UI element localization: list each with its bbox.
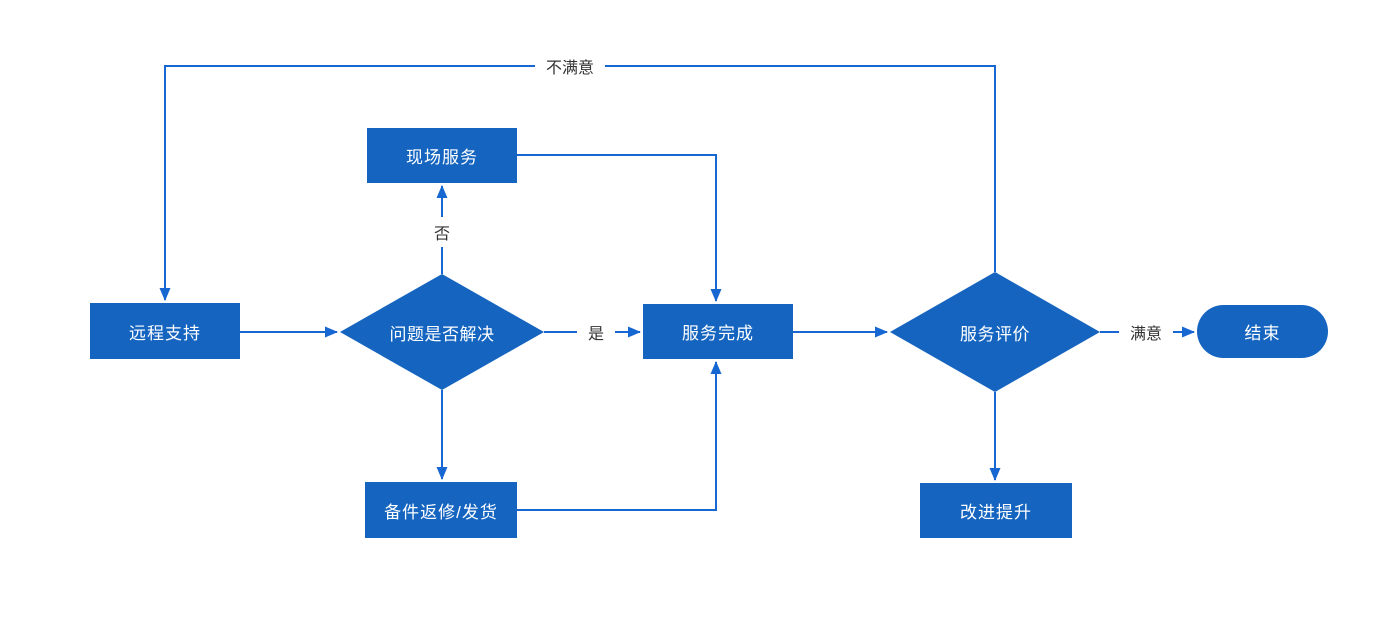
edge-onsite-to-complete (517, 154, 722, 302)
node-label: 问题是否解决 (389, 324, 495, 344)
node-label: 服务评价 (960, 324, 1030, 344)
edge-label-not-satisfied: 不满意 (534, 51, 606, 81)
edge-label-satisfied: 满意 (1118, 317, 1174, 347)
node-improvement: 改进提升 (920, 483, 1072, 538)
node-end-terminator: 结束 (1197, 305, 1328, 358)
node-remote-support: 远程支持 (90, 303, 240, 359)
edge-spare-to-complete (517, 361, 722, 511)
node-label: 改进提升 (960, 503, 1032, 522)
edge-label-no: 否 (422, 217, 462, 247)
node-label: 服务完成 (682, 324, 754, 343)
node-label: 结束 (1244, 324, 1281, 343)
node-label: 现场服务 (406, 148, 478, 167)
node-onsite-service: 现场服务 (367, 128, 517, 183)
node-service-complete: 服务完成 (643, 304, 793, 359)
node-label: 备件返修/发货 (384, 502, 498, 522)
edge-eval-to-remote-feedback (159, 65, 996, 301)
node-spare-parts-repair-ship: 备件返修/发货 (365, 482, 517, 538)
edge-label-yes: 是 (576, 317, 616, 347)
node-label: 远程支持 (129, 323, 201, 343)
